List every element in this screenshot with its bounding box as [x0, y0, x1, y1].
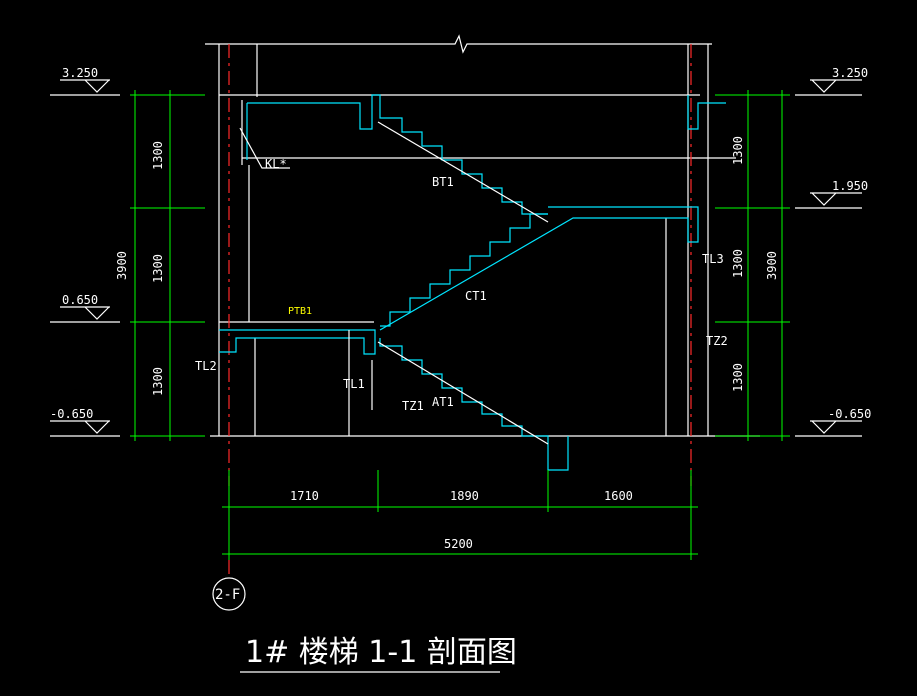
break-line	[205, 34, 712, 54]
axis-bubble	[212, 577, 246, 611]
floor-lines	[210, 94, 760, 437]
dim-right-seg-3: 1300	[731, 363, 745, 392]
label-tl1: TL1	[343, 377, 365, 391]
kl-leader	[239, 127, 290, 169]
label-at1: AT1	[432, 395, 454, 409]
drawing-title: 1# 楼梯 1-1 剖面图	[245, 635, 517, 670]
elev-mid-right: 1.950	[832, 179, 868, 193]
label-tz2: TZ2	[706, 334, 728, 348]
label-bt1: BT1	[432, 175, 454, 189]
slab-lines	[377, 121, 549, 445]
elev-bottom-left: -0.650	[50, 407, 93, 421]
dim-right-seg-2: 1300	[731, 249, 745, 278]
dim-overall: 5200	[444, 537, 473, 551]
dim-h-2: 1890	[450, 489, 479, 503]
dimension-lines	[130, 90, 790, 560]
elev-top-left: 3.250	[62, 66, 98, 80]
dim-left-seg-2: 1300	[151, 254, 165, 283]
elevation-markers	[50, 79, 862, 437]
inner-lines	[348, 330, 373, 436]
label-ct1: CT1	[465, 289, 487, 303]
dim-left-seg-1: 1300	[151, 141, 165, 170]
label-tl2: TL2	[195, 359, 217, 373]
dim-h-1: 1710	[290, 489, 319, 503]
dim-right-total: 3900	[765, 251, 779, 280]
label-tl3: TL3	[702, 252, 724, 266]
label-kl: KL*	[265, 157, 287, 171]
dim-h-3: 1600	[604, 489, 633, 503]
elev-bottom-right: -0.650	[828, 407, 871, 421]
elev-mid-left: 0.650	[62, 293, 98, 307]
elev-top-right: 3.250	[832, 66, 868, 80]
dim-right-seg-1: 1300	[731, 136, 745, 165]
label-tz1: TZ1	[402, 399, 424, 413]
dim-left-seg-3: 1300	[151, 367, 165, 396]
stair-geometry	[219, 94, 726, 471]
label-ptb1: PTB1	[288, 306, 312, 317]
axis-label: 2-F	[215, 587, 240, 603]
dim-left-total: 3900	[115, 251, 129, 280]
